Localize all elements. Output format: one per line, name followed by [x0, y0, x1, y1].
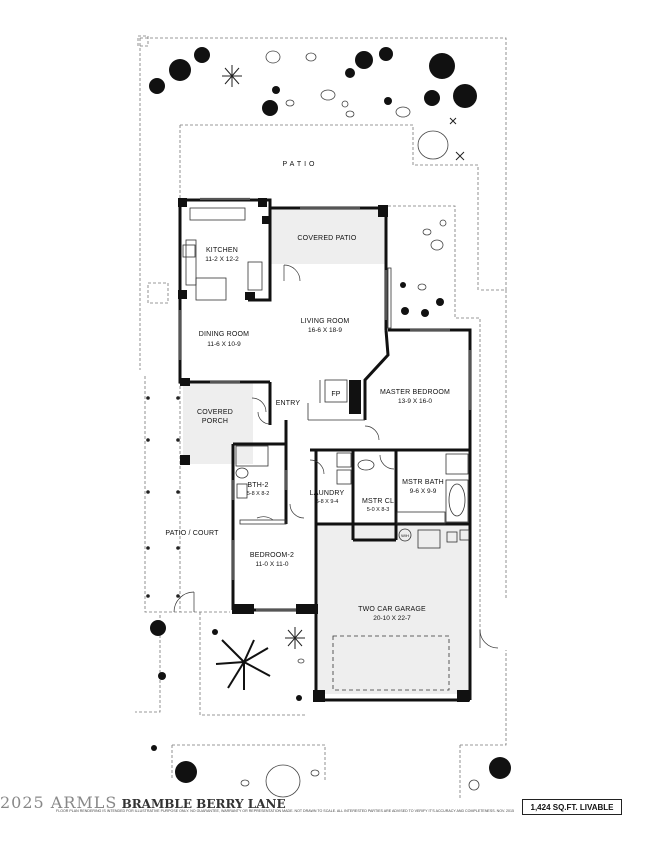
dining-dim: 11-6 X 10-9: [207, 341, 241, 348]
master-bedroom-label: MASTER BEDROOM: [380, 389, 450, 396]
entry-label: ENTRY: [276, 400, 301, 407]
tree-icon: [215, 639, 271, 690]
footer-title: 2025 ARMLS BRAMBLE BERRY LANE: [0, 793, 520, 812]
room-labels: PATIO KITCHEN 11-2 X 12-2 COVERED PATIO …: [165, 161, 450, 622]
garage-label: TWO CAR GARAGE: [358, 606, 426, 613]
landscape-shrubs: [149, 47, 511, 783]
master-bedroom-dim: 13-9 X 16-0: [398, 398, 432, 405]
master-closet-label: MSTR CL: [362, 498, 394, 505]
kitchen-label: KITCHEN: [206, 247, 238, 254]
covered-patio-label: COVERED PATIO: [297, 235, 356, 242]
bath2-label: BTH-2: [247, 482, 268, 489]
door-swings: [173, 264, 499, 649]
master-bath-dim: 9-6 X 9-9: [410, 488, 437, 495]
landscape-rocks: [240, 50, 480, 798]
court-edge-marks: [146, 396, 180, 598]
address: BRAMBLE BERRY LANE: [121, 797, 286, 811]
fireplace-label: FP: [331, 391, 340, 398]
patio-label: PATIO: [283, 161, 318, 168]
master-closet-dim: 5-0 X 8-3: [367, 507, 390, 513]
bedroom2-label: BEDROOM-2: [250, 552, 294, 559]
bath2-dim: 5-8 X 8-2: [247, 491, 270, 497]
wall-posts: [178, 198, 469, 702]
living-label: LIVING ROOM: [301, 318, 350, 325]
kitchen-dim: 11-2 X 12-2: [205, 256, 239, 263]
watermark: 2025 ARMLS: [0, 793, 118, 812]
bedroom2-dim: 11-0 X 11-0: [255, 561, 288, 568]
water-heater-label: W/H: [401, 533, 409, 538]
interior-details: [182, 207, 470, 691]
floor-fills: [183, 208, 470, 694]
dining-label: DINING ROOM: [199, 331, 249, 338]
windows: [178, 197, 472, 612]
living-dim: 16-6 X 18-9: [308, 327, 342, 334]
laundry-dim: 5-8 X 9-4: [316, 499, 339, 505]
lot-boundary: [135, 35, 507, 800]
spiky-plant-icons: [222, 65, 465, 649]
laundry-label: LAUNDRY: [310, 490, 345, 497]
sqft-badge: 1,424 SQ.FT. LIVABLE: [522, 799, 622, 815]
covered-porch-label-2: PORCH: [202, 418, 228, 425]
disclaimer: FLOOR PLAN RENDERING IS INTENDED FOR ILL…: [56, 809, 515, 813]
patio-court-label: PATIO / COURT: [165, 530, 219, 537]
master-bath-label: MSTR BATH: [402, 479, 444, 486]
covered-porch-label-1: COVERED: [197, 409, 233, 416]
garage-dim: 20-10 X 22-7: [373, 615, 411, 622]
